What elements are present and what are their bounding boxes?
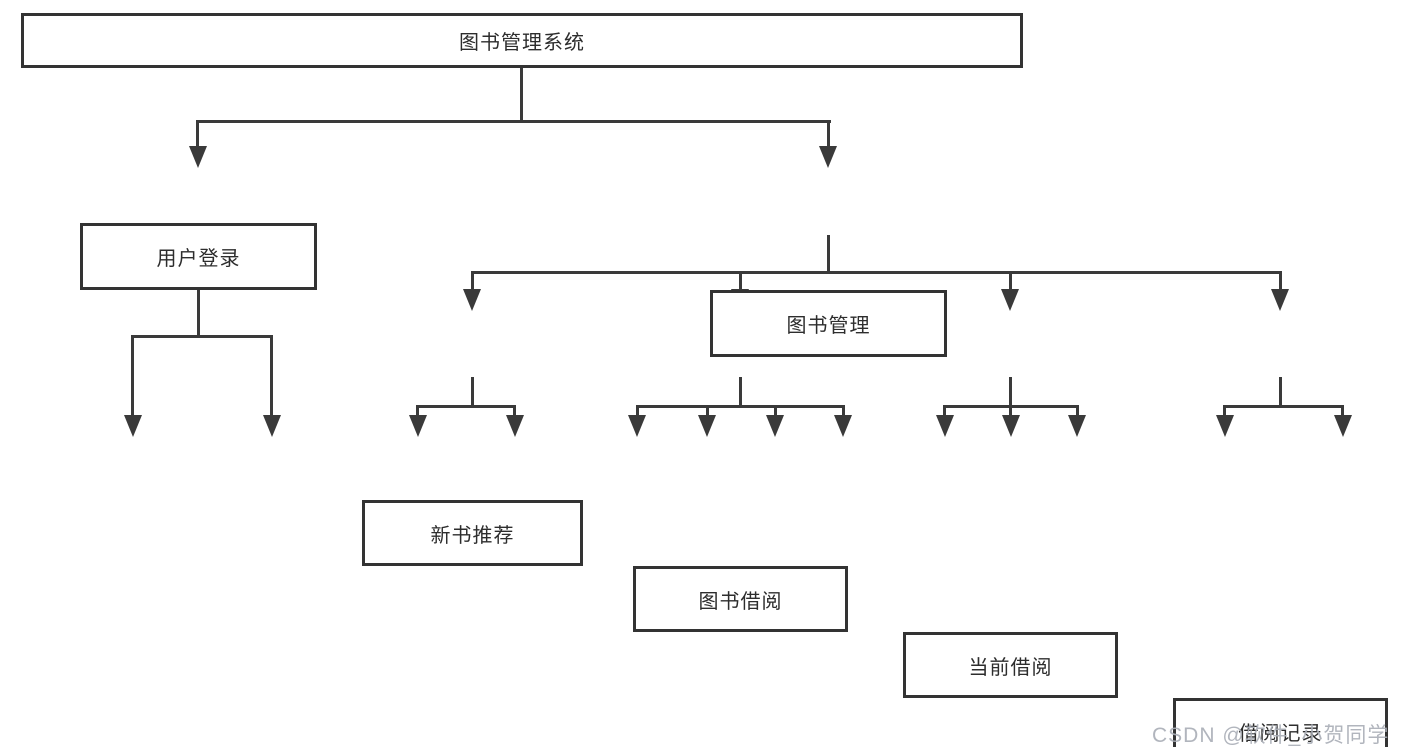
connector-drop-logout-leaf <box>270 335 273 417</box>
connector-drop-leaf <box>513 405 516 417</box>
connector-book-borrow-trunk <box>739 377 742 405</box>
node-library-system: 图书管理系统 <box>21 13 1023 68</box>
connector-drop-leaf <box>416 405 419 417</box>
connector-drop-leaf <box>842 405 845 417</box>
arrowhead-leaf-icon <box>506 415 524 437</box>
connector-drop-leaf <box>774 405 777 417</box>
connector-user-login-bar <box>131 335 273 338</box>
node-user-login: 用户登录 <box>80 223 317 290</box>
connector-new-book-bar <box>416 405 516 408</box>
arrowhead-login-leaf-icon <box>124 415 142 437</box>
connector-borrow-records-bar <box>1223 405 1344 408</box>
connector-drop-leaf <box>1009 405 1012 417</box>
connector-drop-leaf <box>1223 405 1226 417</box>
arrowhead-borrow-records-icon <box>1271 289 1289 311</box>
connector-drop-leaf <box>1076 405 1079 417</box>
arrowhead-new-book-icon <box>463 289 481 311</box>
arrowhead-leaf-icon <box>1002 415 1020 437</box>
arrowhead-leaf-icon <box>628 415 646 437</box>
connector-level3-bar <box>471 271 1282 274</box>
connector-drop-new-book <box>471 271 474 291</box>
arrowhead-leaf-icon <box>1068 415 1086 437</box>
connector-drop-leaf <box>636 405 639 417</box>
node-borrowing-records: 借阅记录 <box>1173 698 1388 747</box>
node-book-management: 图书管理 <box>710 290 947 357</box>
node-new-book-recommend: 新书推荐 <box>362 500 583 566</box>
node-current-borrowing: 当前借阅 <box>903 632 1118 698</box>
arrowhead-book-mgmt-icon <box>819 146 837 168</box>
csdn-watermark: CSDN @软件_小贺同学 <box>1152 724 1390 747</box>
connector-drop-login-leaf <box>131 335 134 417</box>
connector-new-book-trunk <box>471 377 474 405</box>
connector-drop-leaf <box>706 405 709 417</box>
arrowhead-leaf-icon <box>1334 415 1352 437</box>
connector-root-trunk <box>520 68 523 120</box>
node-book-borrowing: 图书借阅 <box>633 566 848 632</box>
connector-borrow-records-trunk <box>1279 377 1282 405</box>
connector-drop-book-mgmt <box>827 120 830 148</box>
arrowhead-leaf-icon <box>409 415 427 437</box>
connector-book-mgmt-trunk <box>827 235 830 271</box>
connector-drop-borrow-records <box>1279 271 1282 291</box>
arrowhead-leaf-icon <box>1216 415 1234 437</box>
arrowhead-leaf-icon <box>766 415 784 437</box>
connector-drop-user-login <box>196 120 199 148</box>
connector-drop-current-borrow <box>1009 271 1012 291</box>
connector-level2-bar <box>196 120 831 123</box>
arrowhead-logout-leaf-icon <box>263 415 281 437</box>
arrowhead-leaf-icon <box>834 415 852 437</box>
arrowhead-leaf-icon <box>698 415 716 437</box>
connector-drop-leaf <box>943 405 946 417</box>
arrowhead-user-login-icon <box>189 146 207 168</box>
connector-drop-book-borrow <box>739 271 742 291</box>
connector-book-borrow-bar <box>636 405 845 408</box>
arrowhead-leaf-icon <box>936 415 954 437</box>
arrowhead-current-borrow-icon <box>1001 289 1019 311</box>
connector-drop-leaf <box>1341 405 1344 417</box>
connector-current-borrow-trunk <box>1009 377 1012 405</box>
